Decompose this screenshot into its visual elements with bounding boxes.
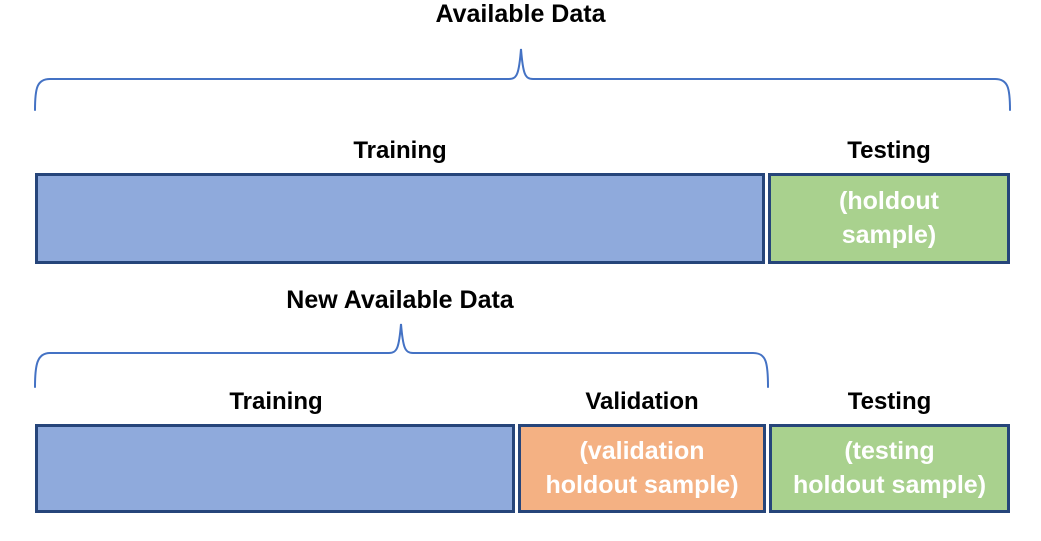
section2-validation-bar-text-line1: (validation [579, 436, 705, 465]
available-data-title: Available Data [435, 0, 606, 28]
section1-testing-bar-text-line2: sample) [841, 220, 937, 249]
section1-testing-bar: (holdout sample) [768, 173, 1010, 264]
section2-testing-bar-text-line2: holdout sample) [792, 470, 987, 499]
section1-testing-bar-text-line1: (holdout [839, 186, 939, 215]
section1-testing-label: Testing [847, 137, 931, 164]
section2-validation-label: Validation [585, 388, 699, 415]
section2-training-label: Training [229, 388, 323, 415]
section2-testing-label: Testing [847, 388, 932, 415]
available-data-brace [34, 48, 1011, 111]
section1-training-label: Training [353, 137, 447, 164]
section2-training-bar [35, 424, 515, 513]
section2-testing-bar-text-line1: (testing [844, 436, 935, 465]
new-available-data-brace [34, 323, 769, 388]
section2-validation-bar-text-line2: holdout sample) [545, 470, 739, 499]
section2-testing-bar: (testing holdout sample) [769, 424, 1010, 513]
section1-training-bar [35, 173, 765, 264]
new-available-data-title: New Available Data [286, 286, 514, 314]
section2-validation-bar: (validation holdout sample) [518, 424, 766, 513]
